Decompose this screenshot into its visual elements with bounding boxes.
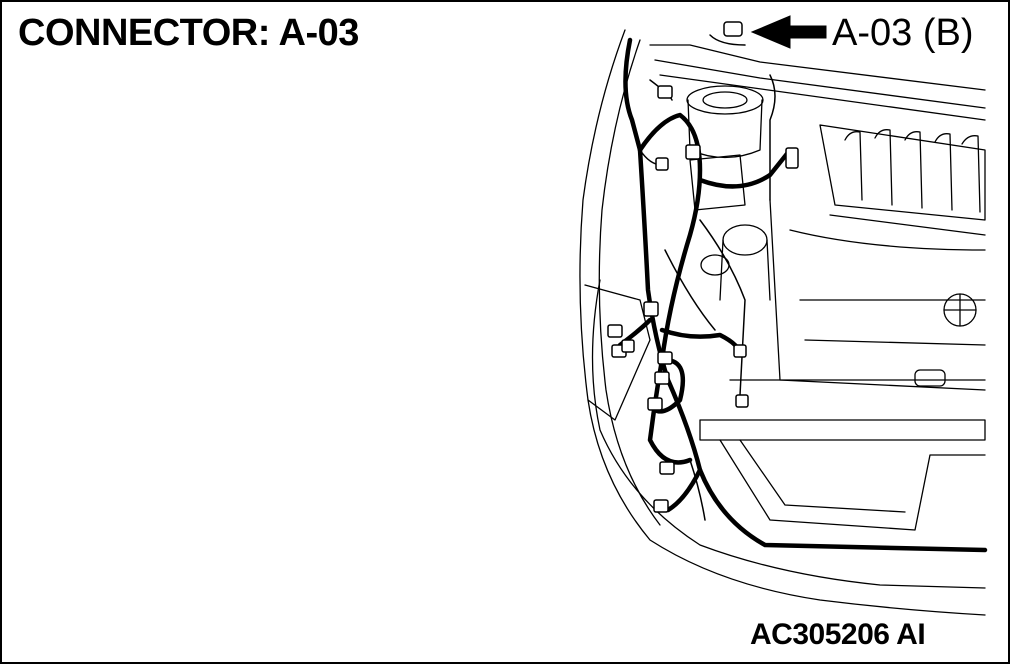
cowl-outline — [649, 44, 986, 91]
reservoir-cap — [686, 85, 764, 115]
wiring-harness — [617, 37, 988, 553]
figure-id: AC305206 AI — [750, 618, 926, 651]
strut-tower — [722, 224, 768, 256]
secondary-harness — [639, 34, 776, 521]
fender-outline — [579, 29, 986, 616]
page-title: CONNECTOR: A-03 — [18, 12, 359, 54]
connector-a-03 — [723, 21, 743, 37]
intake-manifold — [819, 124, 986, 236]
radiator-support — [699, 419, 986, 441]
harness-connectors — [607, 21, 799, 513]
callout-arrow — [750, 15, 827, 49]
connector-callout-label: A-03 (B) — [832, 12, 974, 54]
